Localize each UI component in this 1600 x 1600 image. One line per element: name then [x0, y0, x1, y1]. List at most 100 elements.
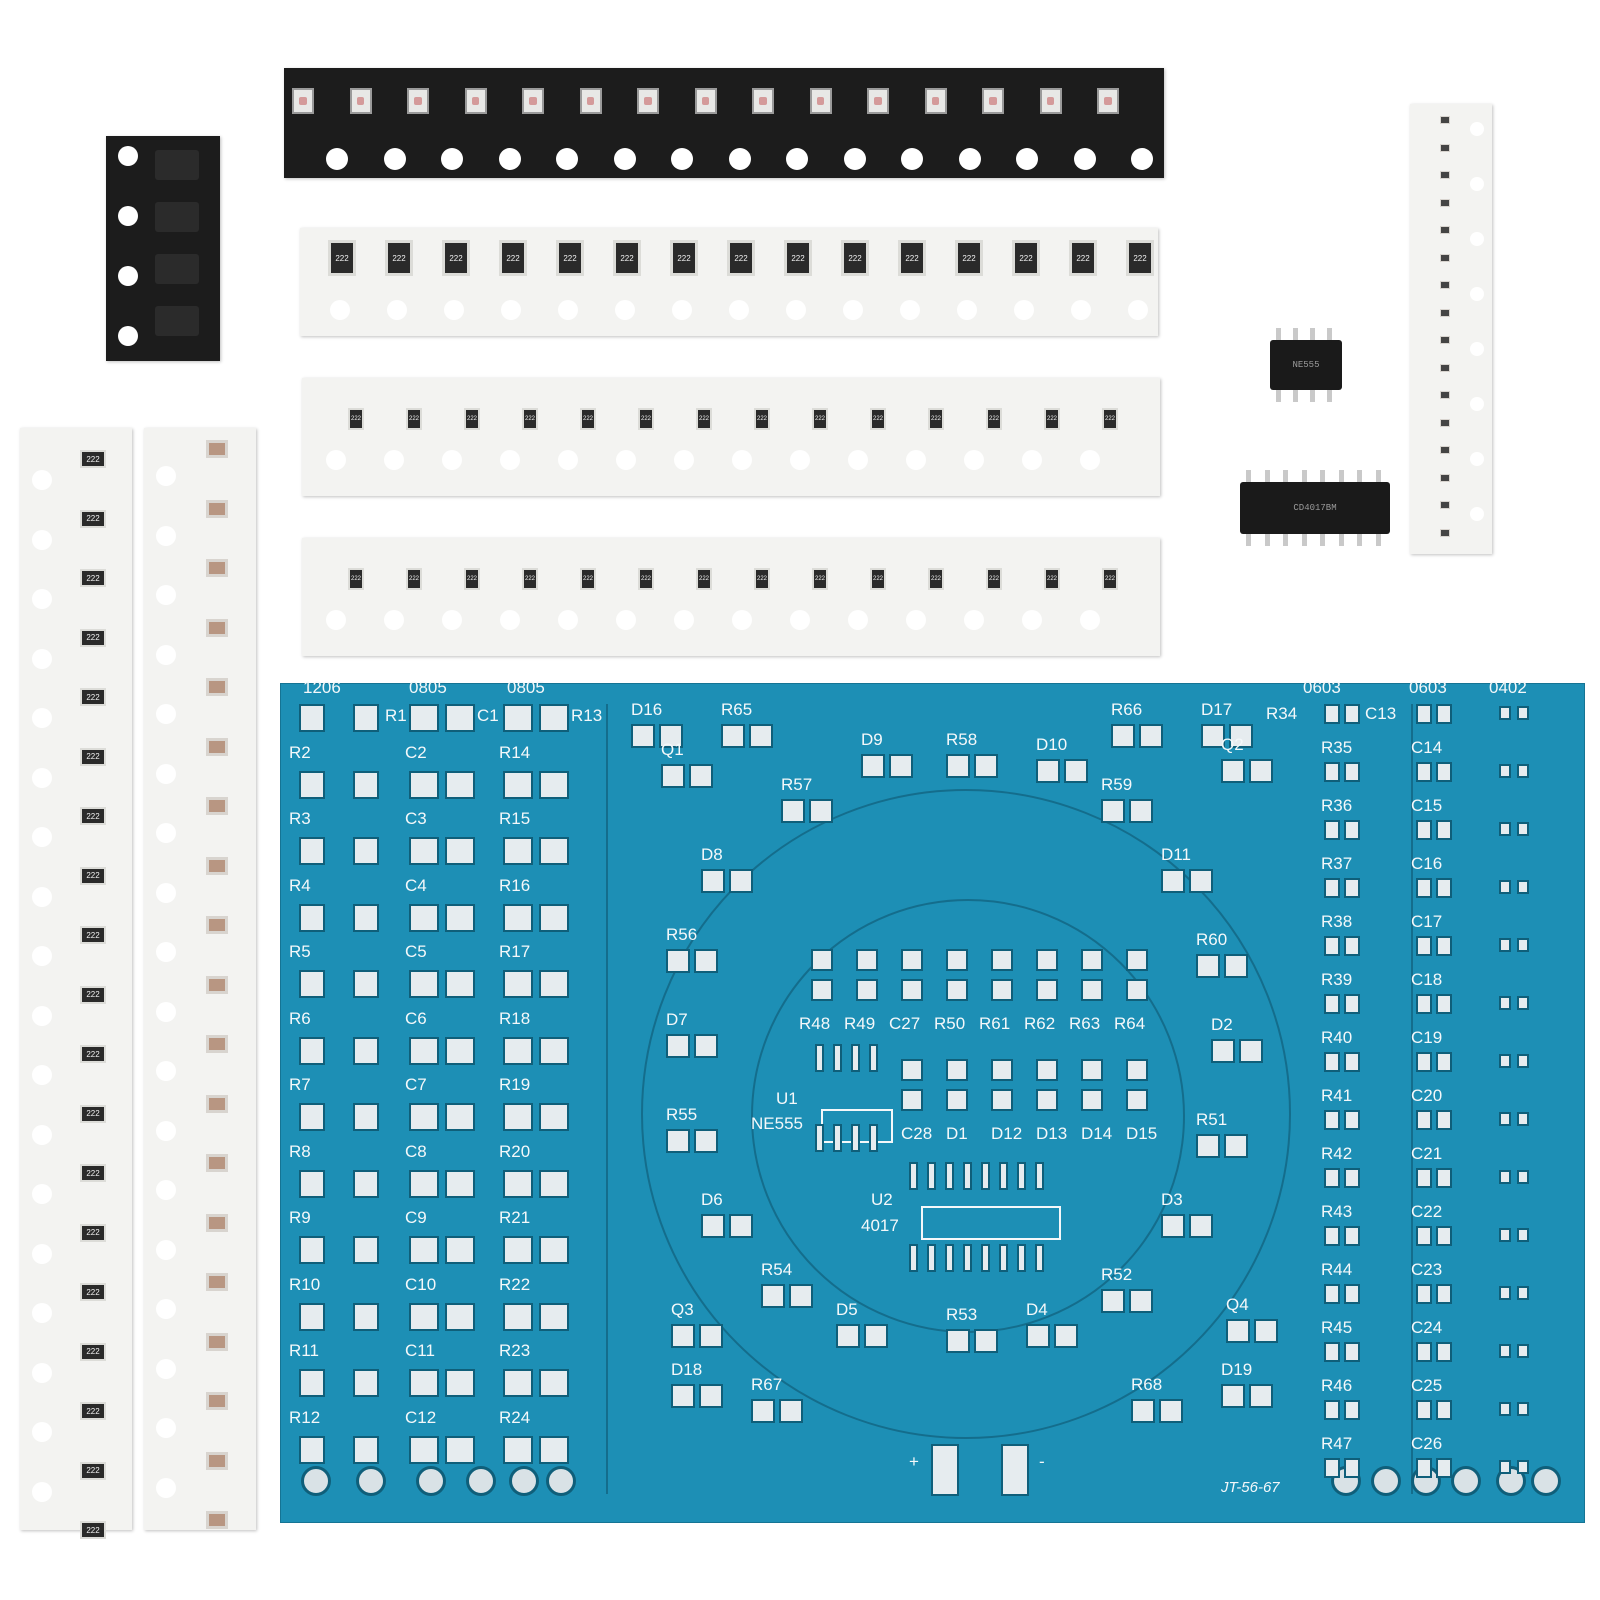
- smd-resistor: 222: [80, 807, 106, 825]
- solder-pad tin: [946, 979, 968, 1001]
- smd-capacitor: [1440, 391, 1450, 399]
- smd-capacitor: [206, 499, 228, 518]
- smd-capacitor: [206, 856, 228, 875]
- solder-pad: [539, 1036, 569, 1065]
- component-label: C13: [1365, 704, 1397, 723]
- sprocket-hole: [671, 148, 693, 170]
- ic-pin: [1310, 328, 1315, 340]
- ic-pin: [1301, 470, 1307, 482]
- smd-resistor: 222: [754, 408, 770, 430]
- smd-resistor: 222: [80, 628, 106, 647]
- ic-pin: [1320, 534, 1325, 546]
- sprocket-hole: [790, 610, 810, 630]
- solder-pad: [1416, 762, 1432, 782]
- smd-resistor: 222: [80, 1045, 106, 1063]
- solder-pad: [1499, 822, 1511, 836]
- component-label: R63: [1069, 1014, 1101, 1033]
- solder-pad: [409, 903, 439, 932]
- solder-pad: [1189, 869, 1213, 893]
- component-label: R53: [946, 1305, 978, 1324]
- sprocket-hole: [32, 1362, 52, 1383]
- solder-pad: [1324, 1226, 1340, 1246]
- solder-pad: [445, 1369, 475, 1397]
- sprocket-hole: [1022, 610, 1042, 630]
- sprocket-hole: [32, 470, 52, 490]
- solder-pad tin: [991, 1059, 1013, 1081]
- sot23-transistor: [155, 254, 199, 284]
- component-label: Q2: [1221, 735, 1244, 754]
- sprocket-hole: [156, 1418, 176, 1438]
- solder-pad: [1239, 1039, 1263, 1063]
- component-label: R57: [781, 775, 813, 794]
- solder-pad: [539, 1435, 569, 1464]
- component-label: C22: [1411, 1202, 1443, 1221]
- solder-pad: [539, 1169, 569, 1198]
- solder-pad: [1436, 1226, 1452, 1246]
- solder-pad: [671, 1384, 695, 1408]
- solder-pad: [721, 724, 745, 748]
- solder-pad: [353, 1169, 379, 1198]
- smd-led: [924, 88, 947, 114]
- component-label: R15: [499, 809, 531, 828]
- component-label: R58: [946, 730, 978, 749]
- solder-pad: [1324, 994, 1340, 1014]
- smd-capacitor: [1440, 116, 1450, 124]
- sprocket-hole: [1470, 122, 1484, 136]
- solder-pad tin: [1035, 1244, 1044, 1272]
- smd-resistor: 222: [580, 568, 596, 590]
- sprocket-hole: [964, 450, 984, 470]
- sprocket-hole: [326, 610, 346, 630]
- smd-resistor: 222: [638, 408, 654, 430]
- solder-pad: [1131, 1399, 1155, 1423]
- ic-pin: [1338, 534, 1344, 546]
- solder-pad: [946, 1329, 970, 1353]
- solder-pad: [445, 1435, 475, 1464]
- solder-pad: [445, 837, 475, 865]
- component-label: C21: [1411, 1144, 1443, 1163]
- sprocket-hole: [958, 148, 981, 170]
- sprocket-hole: [1022, 450, 1042, 470]
- smd-capacitor: [206, 1273, 228, 1291]
- smd-capacitor: [206, 440, 228, 458]
- solder-pad: [445, 1036, 475, 1065]
- smd-resistor: 222: [638, 568, 654, 590]
- solder-pad: [1499, 706, 1511, 720]
- component-label: R37: [1321, 854, 1353, 873]
- smd-capacitor: [206, 1392, 228, 1410]
- sprocket-hole: [843, 148, 866, 170]
- ring-outline: [641, 789, 1291, 1439]
- component-label: R10: [289, 1274, 321, 1294]
- component-label: R22: [499, 1274, 531, 1294]
- solder-pad: [299, 1036, 325, 1065]
- solder-pad: [299, 1169, 325, 1198]
- solder-pad: [1499, 996, 1511, 1010]
- solder-pad: [1344, 1458, 1360, 1478]
- solder-pad tin: [811, 979, 833, 1001]
- component-label: R47: [1321, 1434, 1353, 1453]
- solder-pad tin: [927, 1244, 936, 1272]
- smd-capacitor: [206, 1094, 228, 1113]
- smd-resistor: 222: [1102, 408, 1118, 430]
- smd-capacitor: [206, 916, 228, 934]
- component-label: C17: [1411, 912, 1443, 931]
- sprocket-hole: [32, 1184, 52, 1204]
- sprocket-hole: [32, 886, 52, 907]
- solder-pad: [353, 1369, 379, 1397]
- solder-pad: [353, 903, 379, 932]
- smd-capacitor: [1440, 281, 1450, 289]
- ic-pin: [1310, 390, 1315, 402]
- solder-pad: [1344, 704, 1360, 724]
- smd-resistor: 222: [754, 568, 770, 590]
- sprocket-hole: [848, 450, 868, 470]
- component-label: R35: [1321, 738, 1353, 757]
- capacitor-tape-right: [1410, 104, 1492, 554]
- sprocket-hole: [156, 1477, 176, 1498]
- solder-pad tin: [1036, 1059, 1058, 1081]
- smd-resistor: 222: [986, 408, 1002, 430]
- solder-pad tin: [1081, 1059, 1103, 1081]
- solder-pad: [1436, 1168, 1452, 1188]
- solder-pad: [353, 837, 379, 865]
- component-label: D1: [946, 1124, 968, 1143]
- smd-resistor: 222: [80, 509, 106, 528]
- solder-pad tin: [869, 1124, 878, 1152]
